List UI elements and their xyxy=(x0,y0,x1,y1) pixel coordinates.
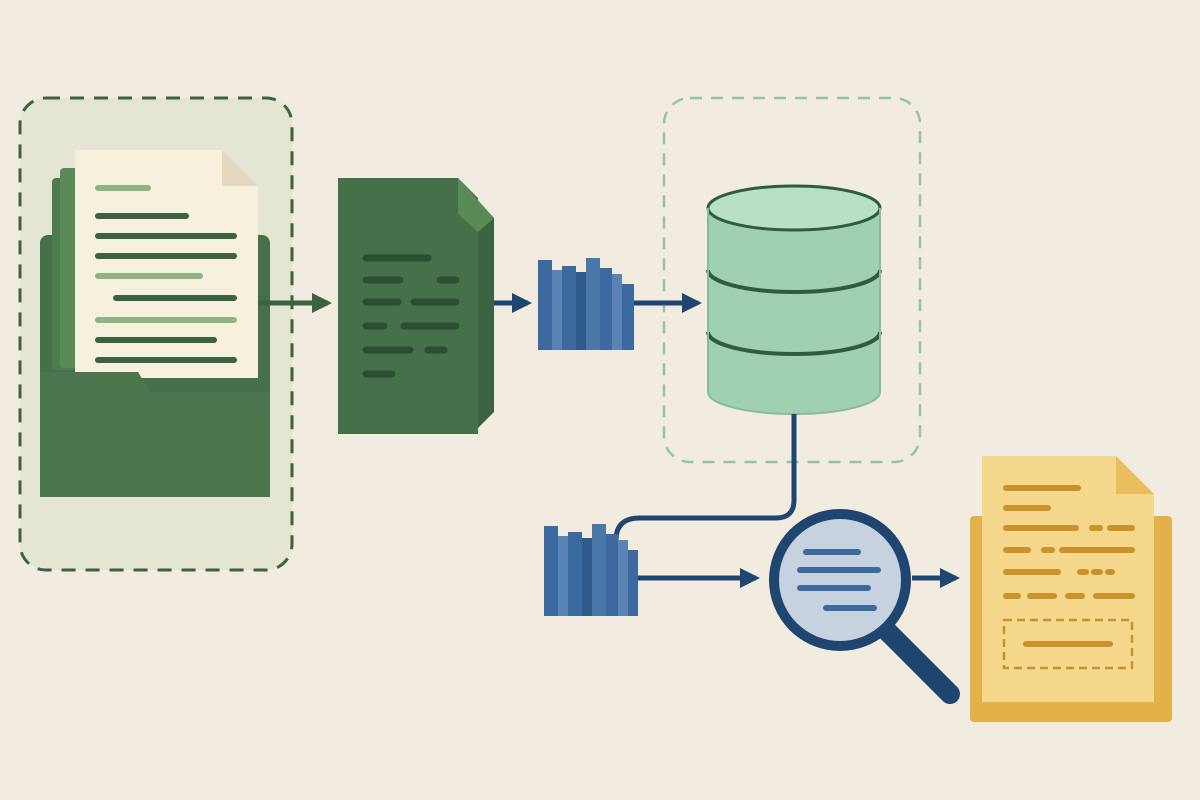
magnifying-glass-icon xyxy=(769,509,960,704)
search-result-lines xyxy=(797,549,881,611)
highlighted-snippet-box xyxy=(1002,618,1134,670)
document-icon xyxy=(338,178,494,434)
bar-chunks-icon xyxy=(544,524,638,616)
result-document-text-lines xyxy=(1003,485,1135,599)
folder-document-text-lines xyxy=(95,185,237,363)
folder-with-document-icon xyxy=(40,150,270,497)
bar-chunks-icon xyxy=(538,258,634,350)
document-icon xyxy=(970,456,1172,722)
processed-document-text-lines xyxy=(362,254,460,378)
connector-database-to-query xyxy=(613,414,797,541)
database-icon xyxy=(706,184,882,415)
